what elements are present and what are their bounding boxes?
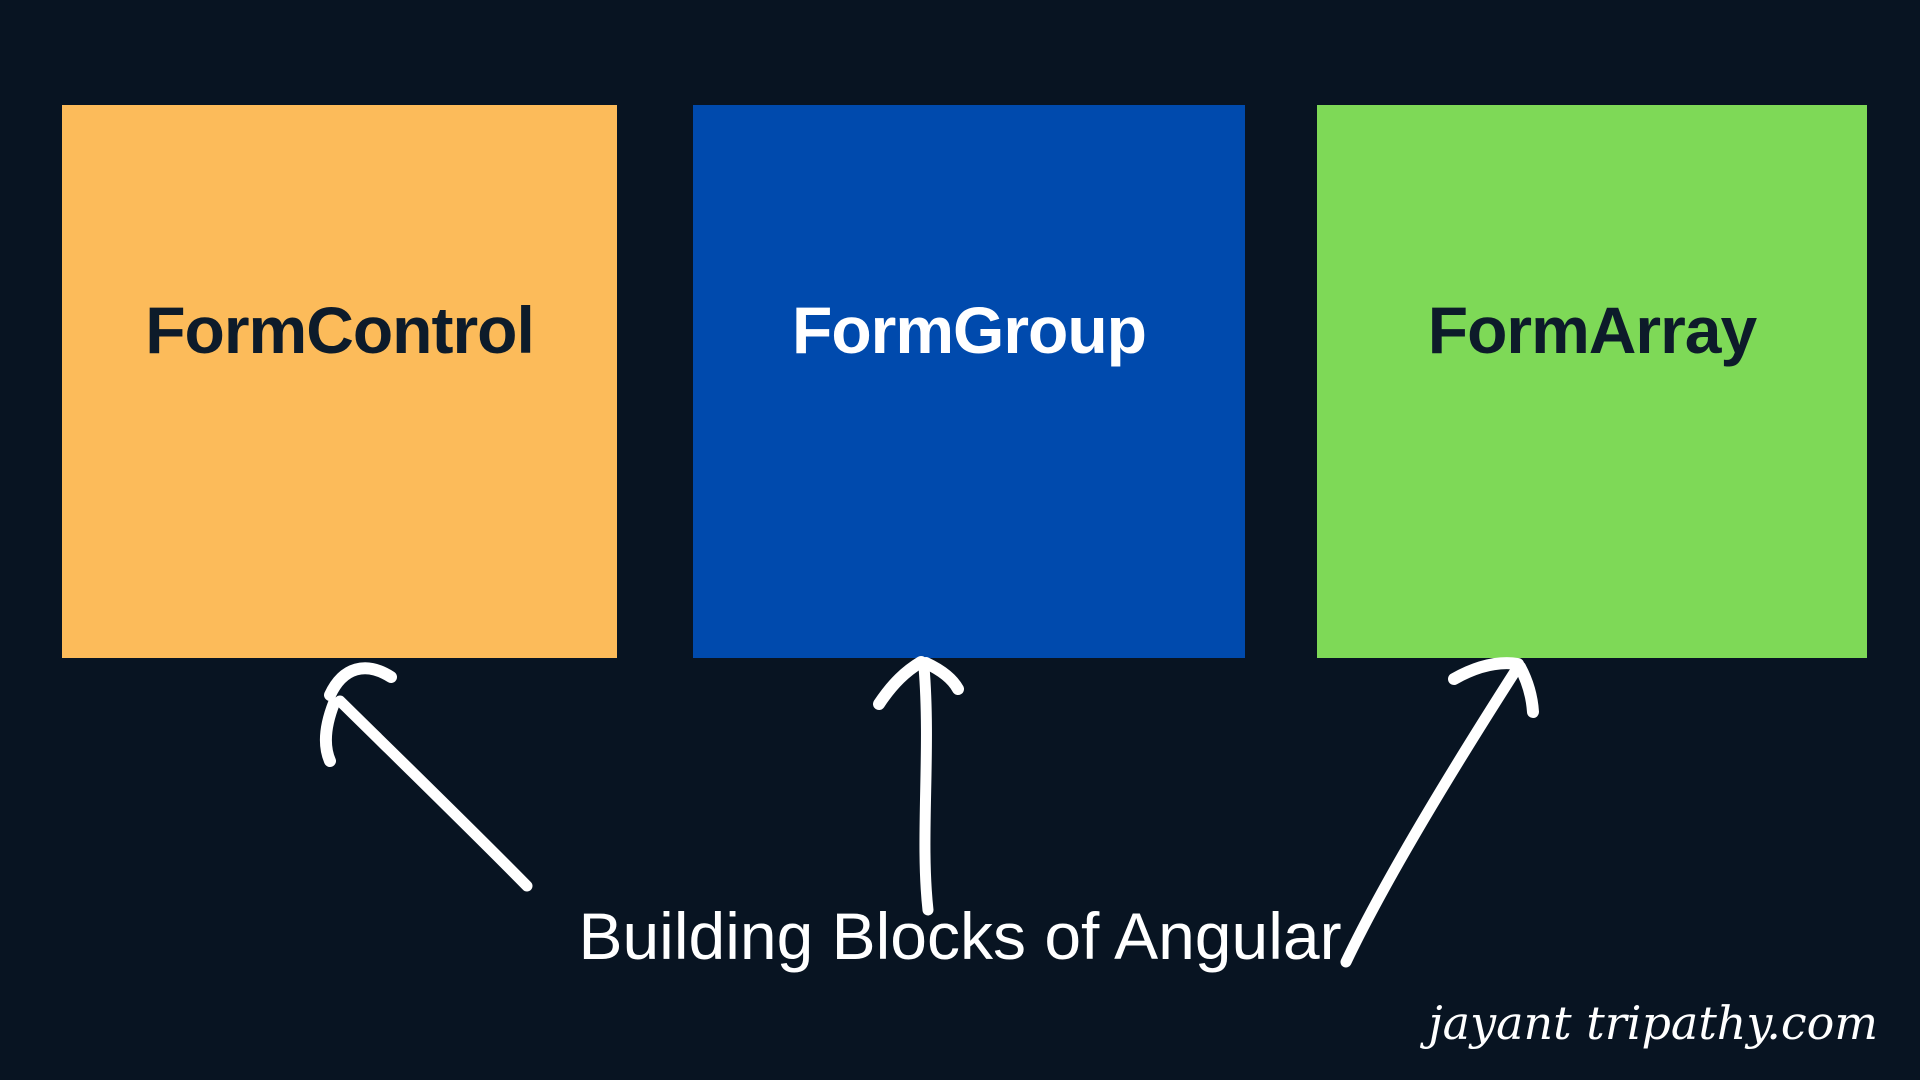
watermark-text: jayant tripathy.com <box>1428 996 1878 1050</box>
block-formarray-label: FormArray <box>1427 293 1757 367</box>
block-formcontrol-label: FormControl <box>145 293 535 367</box>
caption-text: Building Blocks of Angular <box>578 899 1342 973</box>
block-formgroup-label: FormGroup <box>792 293 1147 367</box>
arrow-to-formgroup-icon <box>873 656 964 916</box>
block-formcontrol: FormControl <box>62 105 617 658</box>
arrow-to-formcontrol-icon <box>319 662 533 892</box>
block-formgroup: FormGroup <box>693 105 1245 658</box>
block-formarray: FormArray <box>1317 105 1867 658</box>
